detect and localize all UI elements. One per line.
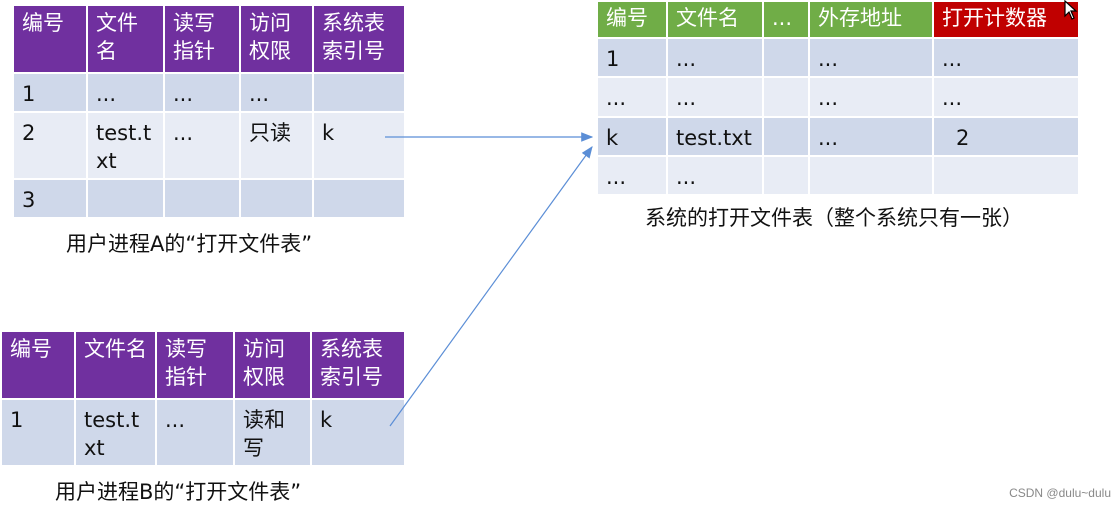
header-cell: 外存地址 [808,0,934,39]
table-cell: 1 [0,398,76,467]
system-open-file-table: 编号 文件名 ... 外存地址 打开计数器 1 ... ... ... ... … [596,0,1080,196]
table-row: ... ... [596,155,1080,196]
table-cell: test.txt [86,111,165,180]
header-cell: ... [762,0,810,39]
header-cell: 读写指针 [155,330,235,400]
table-cell: 1 [12,72,88,113]
table-cell [808,155,934,196]
header-cell: 编号 [12,4,88,74]
watermark: CSDN @dulu~dulu [1009,486,1111,500]
table-cell: 2 [932,116,1080,157]
table-cell: ... [666,155,764,196]
table-header-row: 编号 文件名 读写指针 访问权限 系统表索引号 [0,330,406,400]
table-row: k test.txt ... 2 [596,116,1080,157]
mouse-pointer-icon [1064,0,1078,20]
process-a-open-file-table: 编号 文件名 读写指针 访问权限 系统表索引号 1 ... ... ... 2 … [12,4,406,219]
header-cell: 编号 [0,330,76,400]
table-row: 3 [12,178,406,219]
table-cell [239,178,314,219]
table-cell: ... [666,37,764,78]
table-cell: k [310,398,406,467]
table-cell: ... [808,76,934,118]
header-cell: 系统表索引号 [310,330,406,400]
table-cell: 只读 [239,111,314,180]
table-cell: ... [596,155,668,196]
table-cell: ... [86,72,165,113]
table-cell: ... [239,72,314,113]
table-cell: ... [666,76,764,118]
header-cell: 访问权限 [239,4,314,74]
table-cell: k [596,116,668,157]
table-cell: 2 [12,111,88,180]
arrow-b-to-system [389,146,593,427]
open-counter-header: 打开计数器 [932,0,1080,39]
table-row: ... ... ... ... [596,76,1080,118]
process-b-caption: 用户进程B的“打开文件表” [55,480,302,504]
header-cell: 文件名 [86,4,165,74]
table-row: 1 ... ... ... [12,72,406,113]
table-cell: 读和写 [233,398,312,467]
table-cell [163,178,241,219]
table-cell: test.txt [74,398,157,467]
table-cell [762,116,810,157]
header-cell: 访问权限 [233,330,312,400]
table-cell: ... [596,76,668,118]
header-cell: 文件名 [666,0,764,39]
table-row: 1 ... ... ... [596,37,1080,78]
table-cell: test.txt [666,116,764,157]
table-cell: ... [808,37,934,78]
table-cell: 1 [596,37,668,78]
header-cell: 编号 [596,0,668,39]
table-cell: 3 [12,178,88,219]
header-cell: 读写指针 [163,4,241,74]
table-header-row: 编号 文件名 ... 外存地址 打开计数器 [596,0,1080,39]
table-cell: ... [932,76,1080,118]
header-cell: 文件名 [74,330,157,400]
table-cell [86,178,165,219]
table-cell: ... [808,116,934,157]
process-b-open-file-table: 编号 文件名 读写指针 访问权限 系统表索引号 1 test.txt ... 读… [0,330,406,467]
process-a-caption: 用户进程A的“打开文件表” [66,232,313,256]
table-cell: k [312,111,406,180]
system-table-caption: 系统的打开文件表（整个系统只有一张） [645,206,1023,230]
table-cell [312,178,406,219]
table-header-row: 编号 文件名 读写指针 访问权限 系统表索引号 [12,4,406,74]
table-row: 1 test.txt ... 读和写 k [0,398,406,467]
table-cell [762,37,810,78]
table-cell [762,155,810,196]
table-cell [762,76,810,118]
table-cell: ... [163,72,241,113]
table-cell [312,72,406,113]
table-cell [932,155,1080,196]
table-cell: ... [163,111,241,180]
table-cell: ... [155,398,235,467]
table-cell: ... [932,37,1080,78]
table-row: 2 test.txt ... 只读 k [12,111,406,180]
header-cell: 系统表索引号 [312,4,406,74]
